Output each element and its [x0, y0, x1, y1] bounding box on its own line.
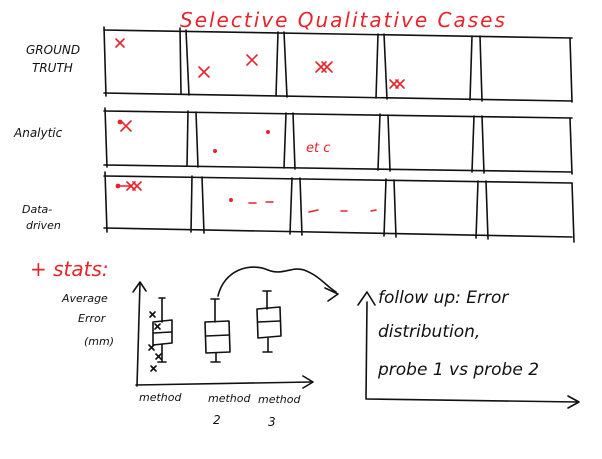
- row-label-line: Data-: [22, 203, 52, 216]
- y-axis-arrow: [132, 281, 147, 293]
- etc-note: et c: [306, 141, 330, 156]
- data-driven-marks: [115, 181, 377, 213]
- dash-mark: [248, 201, 274, 204]
- row-label-line: driven: [26, 219, 61, 232]
- analytic-marks: et c: [117, 119, 330, 156]
- stats-heading: + stats:: [30, 257, 109, 281]
- followup-note: follow up: Error distribution, probe 1 v…: [377, 288, 539, 380]
- method-label: method: [139, 391, 182, 404]
- x-mark: [198, 66, 210, 78]
- page-title: Selective Qualitative Cases: [180, 8, 507, 32]
- grid-row-analytic: [103, 107, 573, 175]
- followup-x-axis: [365, 398, 579, 403]
- x-axis-arrow: [302, 375, 314, 389]
- x-mark: [120, 120, 132, 132]
- y-axis: [136, 282, 141, 387]
- x-mark: [148, 311, 162, 372]
- dot-mark: [115, 183, 121, 189]
- followup-y-arrow: [357, 291, 376, 306]
- row-label-analytic: Analytic: [13, 126, 63, 140]
- ylabel-line: (mm): [84, 335, 114, 348]
- followup-y-axis: [365, 301, 368, 399]
- row-label-ground-truth: GROUND TRUTH: [26, 43, 80, 75]
- boxplot-method-3: [256, 290, 282, 353]
- boxplot-method-1: [148, 297, 173, 372]
- row-label-line: TRUTH: [32, 61, 73, 75]
- ground-truth-marks: [115, 38, 405, 89]
- x-mark: [115, 38, 125, 48]
- ylabel-line: Error: [78, 312, 107, 325]
- stats-ylabel: Average Error (mm): [61, 292, 114, 348]
- method-label: method: [208, 392, 251, 405]
- connector-arrowhead: [324, 287, 339, 302]
- x-mark: [126, 181, 142, 191]
- connector-arrow: [217, 266, 337, 297]
- x-mark: [315, 61, 333, 73]
- method-label-number: 2: [213, 413, 221, 427]
- method-label: method: [258, 393, 301, 406]
- grid-row-ground-truth: [103, 26, 573, 103]
- followup-line: probe 1 vs probe 2: [377, 360, 539, 380]
- method-labels: method method 2 method 3: [139, 391, 301, 429]
- ylabel-line: Average: [61, 292, 108, 305]
- dot-mark: [266, 130, 270, 134]
- row-label-data-driven: Data- driven: [22, 203, 61, 232]
- dash-mark: [308, 209, 377, 213]
- dot-mark: [213, 149, 217, 153]
- x-mark: [389, 79, 405, 89]
- method-label-number: 3: [268, 415, 276, 429]
- followup-x-arrow: [567, 395, 580, 409]
- row-label-line: Analytic: [13, 126, 63, 140]
- followup-line: distribution,: [378, 322, 480, 342]
- x-mark: [246, 54, 258, 66]
- dot-mark: [229, 198, 233, 202]
- grid-row-data-driven: [103, 171, 575, 243]
- boxplot-method-2: [204, 298, 231, 363]
- x-axis: [135, 381, 313, 386]
- followup-line: follow up: Error: [378, 288, 509, 308]
- row-label-line: GROUND: [26, 43, 80, 57]
